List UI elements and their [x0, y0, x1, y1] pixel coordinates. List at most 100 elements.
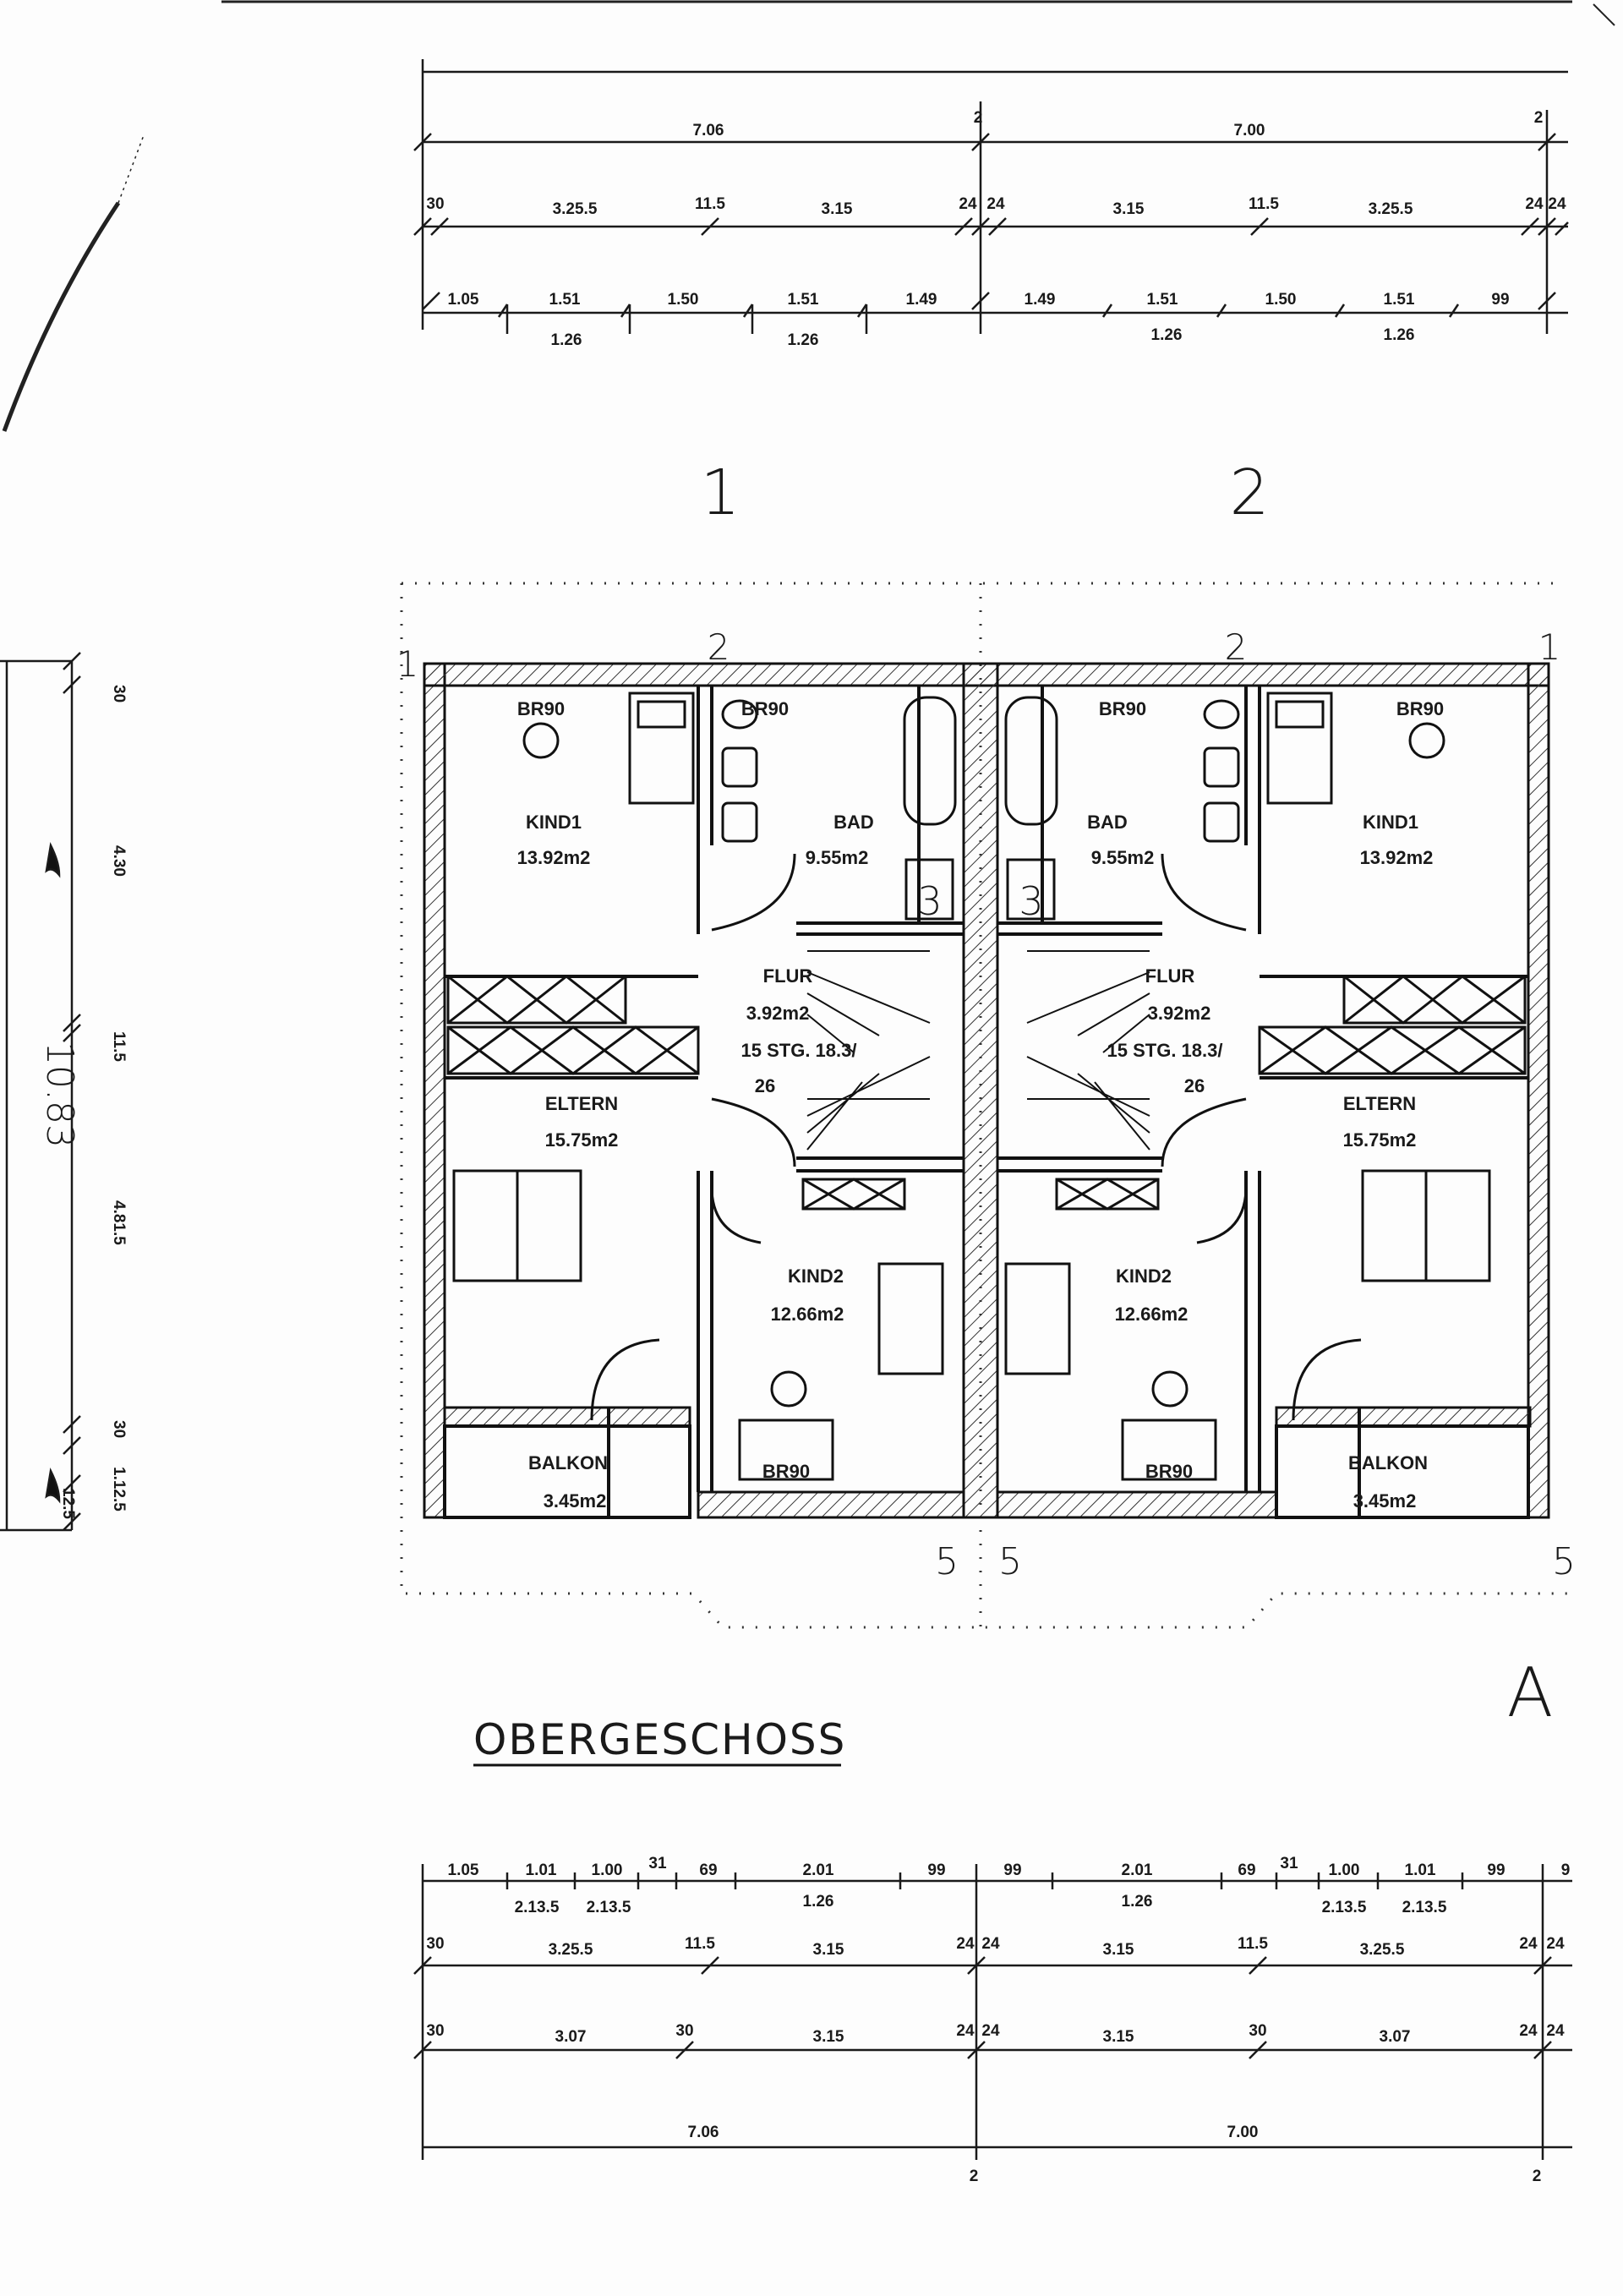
dim-label: 1.12.5 — [110, 1467, 128, 1512]
dim-label: 3.25.5 — [1369, 200, 1413, 218]
fixture-label: BR90 — [1145, 1461, 1193, 1482]
fixture-label: BR90 — [517, 698, 565, 719]
dim-label: 30 — [110, 1420, 128, 1438]
room-area: 3.92m2 — [746, 1003, 810, 1024]
dim-label: 1.49 — [1025, 291, 1056, 309]
dim-label: 2 — [970, 2168, 979, 2185]
axis-mark: 1 — [1538, 626, 1561, 668]
roof-outline — [400, 582, 1572, 1629]
room-labels: KIND1 13.92m2 BAD 9.55m2 FLUR 3.92m2 15 … — [517, 698, 1445, 1512]
dim-label: 24 — [1546, 1935, 1565, 1953]
top-dimension-chain-2 — [497, 303, 1460, 334]
dim-label: 11.5 — [685, 1935, 715, 1953]
dim-label: 24 — [1519, 1935, 1538, 1953]
room-area: 13.92m2 — [1360, 847, 1434, 868]
room-name: ELTERN — [1343, 1093, 1416, 1114]
dim-label: 1.00 — [592, 1861, 623, 1879]
room-area: 15.75m2 — [1343, 1129, 1417, 1151]
dim-label: 1.26 — [1384, 326, 1415, 344]
dim-label: 12.5 — [59, 1488, 77, 1519]
room-name: BALKON — [528, 1452, 608, 1473]
dim-label: 4.81.5 — [110, 1200, 128, 1245]
bath-fixtures — [522, 696, 1445, 1481]
top-dimension-chain — [413, 59, 1569, 334]
dim-label: 3.15 — [1113, 200, 1145, 218]
dim-label: 24 — [1519, 2022, 1538, 2040]
interior-walls — [443, 686, 1530, 1519]
dim-label: 99 — [1487, 1861, 1505, 1879]
exterior-walls — [423, 662, 1550, 1519]
dim-label: 1.26 — [788, 331, 819, 349]
dim-label: 7.00 — [1234, 122, 1265, 139]
dim-label: 69 — [699, 1861, 717, 1879]
house-number: 2 — [1229, 456, 1269, 529]
room-area: 3.92m2 — [1148, 1003, 1211, 1024]
house-number: 1 — [700, 456, 740, 529]
dim-label: 3.25.5 — [549, 1941, 593, 1959]
room-name: BALKON — [1348, 1452, 1428, 1473]
dim-label: 2.13.5 — [1322, 1899, 1367, 1916]
dim-label: 1.26 — [803, 1893, 834, 1911]
dim-label: 2 — [974, 109, 983, 127]
dim-label: 30 — [1249, 2022, 1266, 2040]
door-swings — [590, 853, 1362, 1421]
dim-label: 69 — [1238, 1861, 1255, 1879]
bottom-dimension-labels: 1.05 1.01 1.00 31 69 2.01 99 99 2.01 69 … — [426, 1855, 1570, 2185]
dim-label: 99 — [1491, 291, 1509, 309]
dim-label: 24 — [959, 195, 977, 213]
dim-label: 3.25.5 — [1360, 1941, 1405, 1959]
dim-label: 2 — [1533, 2168, 1542, 2185]
dim-label: 2.13.5 — [587, 1899, 631, 1916]
dim-label: 2.13.5 — [1402, 1899, 1447, 1916]
dim-label: 1.01 — [1405, 1861, 1436, 1879]
dim-label: 99 — [927, 1861, 945, 1879]
section-mark: A — [1507, 1654, 1554, 1732]
room-name: FLUR — [763, 965, 813, 987]
axis-mark: 5 — [1552, 1540, 1576, 1583]
dim-label: 24 — [981, 2022, 1000, 2040]
dim-label: 2.01 — [803, 1861, 834, 1879]
dim-label: 1.51 — [788, 291, 819, 309]
dim-label: 1.49 — [906, 291, 937, 309]
dim-label: 24 — [1548, 195, 1566, 213]
dim-label: 3.15 — [813, 2028, 844, 2046]
dim-label: 1.50 — [1265, 291, 1297, 309]
dim-label: 1.50 — [668, 291, 699, 309]
room-area: 15.75m2 — [545, 1129, 619, 1151]
dim-label: 7.00 — [1227, 2124, 1259, 2141]
axis-mark: 2 — [1225, 626, 1248, 668]
room-area: 9.55m2 — [806, 847, 869, 868]
dim-label: 1.26 — [551, 331, 582, 349]
fixture-label: BR90 — [1396, 698, 1444, 719]
dim-label: 11.5 — [1249, 195, 1279, 213]
dim-label: 1.51 — [1147, 291, 1178, 309]
dim-label: 2.01 — [1122, 1861, 1153, 1879]
dim-label: 30 — [426, 1935, 444, 1953]
top-dimension-labels: 7.06 2 7.00 2 30 3.25.5 11.5 3.15 24 24 … — [426, 109, 1566, 349]
fixture-label: BR90 — [762, 1461, 810, 1482]
dim-label: 3.07 — [1380, 2028, 1411, 2046]
beds — [452, 692, 1491, 1375]
room-area: 13.92m2 — [517, 847, 591, 868]
dim-label: 11.5 — [695, 195, 725, 213]
dim-label: 30 — [110, 685, 128, 702]
shower-mark: 3 — [1019, 878, 1043, 924]
dim-label: 3.15 — [822, 200, 853, 218]
wardrobes — [446, 975, 1527, 1211]
bottom-dimension-chain — [413, 1864, 1572, 2160]
room-area: 12.66m2 — [771, 1304, 844, 1325]
room-name: ELTERN — [545, 1093, 618, 1114]
dim-label: 24 — [1546, 2022, 1565, 2040]
room-name: KIND2 — [788, 1266, 844, 1287]
room-name: KIND1 — [526, 812, 582, 833]
dim-label: 3.25.5 — [553, 200, 598, 218]
dim-label: 7.06 — [693, 122, 724, 139]
fixture-label: BR90 — [1099, 698, 1146, 719]
dim-label: 7.06 — [688, 2124, 719, 2141]
stairs — [806, 950, 1150, 1151]
shower-mark: 3 — [917, 878, 942, 924]
room-area: 3.45m2 — [1353, 1490, 1417, 1512]
stair-spec: 15 STG. 18.3/ — [741, 1040, 857, 1061]
